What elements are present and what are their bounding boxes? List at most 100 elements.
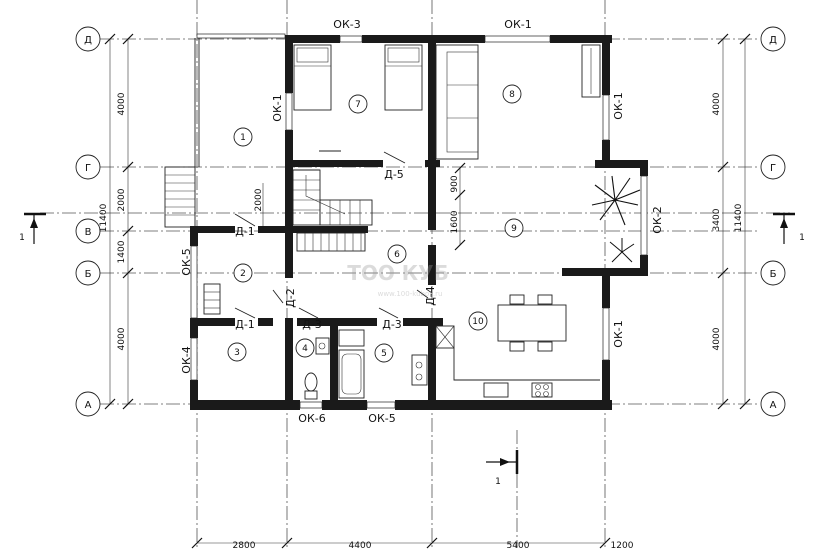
window <box>299 401 323 409</box>
furniture <box>203 44 641 400</box>
washer <box>411 354 428 386</box>
axis-label: А <box>85 400 92 411</box>
room-number: 7 <box>355 100 361 110</box>
chair <box>509 294 525 305</box>
axis-label: Б <box>85 269 92 280</box>
room-number: 8 <box>509 90 515 100</box>
door-labels: Д-5 Д-1 Д-2 Д-1 Д-3 Д-3 Д-4 <box>235 168 437 331</box>
dim-right-inner: 4000 <box>712 327 722 350</box>
sofa <box>435 44 479 160</box>
room-number: 1 <box>240 133 246 143</box>
watermark-url: www.100-kubov.ru <box>378 290 443 298</box>
door-label-d5: Д-5 <box>384 168 404 181</box>
chair <box>537 341 553 352</box>
dim-right-inner: 4000 <box>712 92 722 115</box>
section-label: 1 <box>799 233 805 243</box>
porch-stairs <box>164 166 196 228</box>
toilet <box>304 372 318 392</box>
room-number: 5 <box>381 349 387 359</box>
plant-icon <box>591 175 641 226</box>
door-label-d3: Д-3 <box>382 318 402 331</box>
window-labels: ОК-3 ОК-1 ОК-1 ОК-1 ОК-2 ОК-1 ОК-5 ОК-4 … <box>180 18 664 425</box>
room-number: 9 <box>511 224 517 234</box>
bed <box>384 44 423 111</box>
axis-label: Г <box>85 163 91 174</box>
axis-bubble <box>760 154 786 180</box>
chair <box>509 341 525 352</box>
axis-bubble <box>75 260 101 286</box>
window <box>484 35 551 43</box>
kitchen-counter <box>453 348 600 381</box>
axis-label: Г <box>770 163 776 174</box>
axis-bubble <box>760 260 786 286</box>
cooktop <box>531 382 553 398</box>
section-marker-right: 1 <box>773 212 805 244</box>
dimension-bottom: 2800 4400 5400 1200 <box>191 537 634 550</box>
window-label-ok1: ОК-1 <box>612 92 625 119</box>
section-marker-left: 1 <box>19 212 46 244</box>
window-label-ok1: ОК-1 <box>504 18 531 31</box>
windows <box>190 35 648 409</box>
window-label-ok5: ОК-5 <box>180 248 193 275</box>
room-bubble <box>387 244 407 264</box>
window-label-ok2: ОК-2 <box>651 206 664 233</box>
room-number: 3 <box>234 348 240 358</box>
room-bubble <box>374 343 394 363</box>
plant-icon <box>609 238 635 263</box>
dining-table <box>497 304 567 342</box>
dim-col: 5400 <box>507 541 530 550</box>
watermark: ТОО КУБ www.100-kubov.ru <box>347 261 449 298</box>
window-label-ok5: ОК-5 <box>368 412 395 425</box>
axis-bubble <box>75 154 101 180</box>
room-number: 10 <box>472 317 484 327</box>
dim-col: 4400 <box>349 541 372 550</box>
dimension-right: 4000 3400 4000 11400 <box>712 33 751 410</box>
section-label: 1 <box>495 477 501 487</box>
window-label-ok1: ОК-1 <box>612 320 625 347</box>
kitchen-sink <box>483 382 509 398</box>
window <box>640 175 648 256</box>
room-number: 4 <box>302 344 308 354</box>
door-label-d2: Д-2 <box>284 288 297 308</box>
room-bubble <box>502 84 522 104</box>
axis-bubble <box>75 26 101 52</box>
shower <box>338 329 365 347</box>
axis-bubble <box>75 218 101 244</box>
axis-bubble <box>760 26 786 52</box>
axis-label: А <box>770 400 777 411</box>
room-bubble <box>295 338 315 358</box>
room-bubble <box>468 311 488 331</box>
interior-dims: 2000 900 1600 <box>254 162 466 251</box>
window <box>366 401 396 409</box>
window <box>602 307 610 361</box>
door-label-d1: Д-1 <box>235 225 255 238</box>
axis-bubble <box>760 391 786 417</box>
dim-right-outer: 11400 <box>734 203 744 232</box>
dim-left-inner: 2000 <box>117 188 127 211</box>
door-label-d4: Д-4 <box>424 286 437 306</box>
bathtub <box>338 349 365 399</box>
chair <box>537 294 553 305</box>
room-number: 6 <box>394 250 400 260</box>
dim-left-inner: 4000 <box>117 327 127 350</box>
window <box>339 35 363 43</box>
door-label-d3: Д-3 <box>302 318 322 331</box>
axis-bubbles-right: Д Г Б А <box>760 26 786 417</box>
window <box>190 337 198 381</box>
doors <box>234 150 429 319</box>
window <box>602 94 610 141</box>
room-bubble <box>227 342 247 362</box>
window-label-ok4: ОК-4 <box>180 346 193 373</box>
dim-stair: 2000 <box>254 188 264 211</box>
window-label-ok1: ОК-1 <box>271 94 284 121</box>
dim-left-inner: 1400 <box>117 240 127 263</box>
room-numbers: 1 2 3 4 5 6 7 8 9 10 <box>227 84 524 363</box>
axis-label: В <box>85 227 92 238</box>
bed <box>293 44 332 111</box>
room-number: 2 <box>240 269 246 279</box>
window-label-ok3: ОК-3 <box>333 18 360 31</box>
axis-bubble <box>75 391 101 417</box>
window <box>285 92 293 131</box>
walls <box>190 35 648 410</box>
watermark-text: ТОО КУБ <box>347 261 449 285</box>
